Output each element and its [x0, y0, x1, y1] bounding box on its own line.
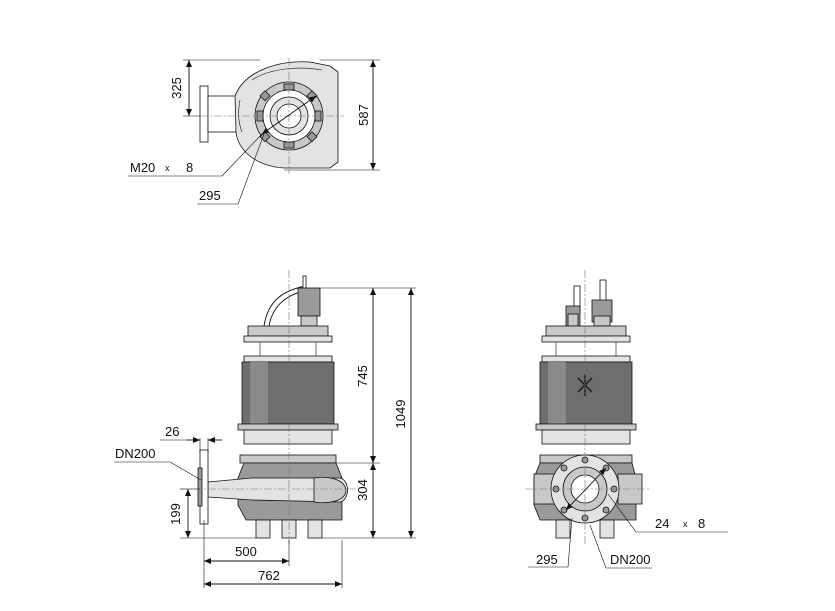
side-bolt-count: 8: [698, 516, 705, 531]
top-view: 325 587 M20 x 8 295: [128, 58, 380, 205]
top-pcd-295: 295: [199, 188, 221, 203]
side-pcd-295: 295: [536, 552, 558, 567]
front-dim-1049: 1049: [393, 400, 408, 429]
side-bolt-size: 24: [655, 516, 669, 531]
top-bolt-count: 8: [186, 160, 193, 175]
top-outlet-flange: [199, 85, 209, 143]
side-bolt-times: x: [683, 519, 688, 529]
side-outlet-dn200: DN200: [610, 552, 650, 567]
front-dim-199: 199: [168, 503, 183, 525]
top-bolt-times: x: [165, 163, 170, 173]
front-dim-745: 745: [355, 365, 370, 387]
front-dim-304: 304: [355, 479, 370, 501]
front-outlet-dn200: DN200: [115, 446, 155, 461]
side-view: 24 x 8 295 DN200: [525, 270, 728, 569]
top-bolt-size: M20: [130, 160, 155, 175]
front-dim-26: 26: [165, 424, 179, 439]
front-top-cover: [247, 325, 329, 337]
front-dim-500: 500: [235, 544, 257, 559]
top-dim-325: 325: [169, 77, 184, 99]
front-dim-762: 762: [258, 568, 280, 583]
top-dim-587: 587: [356, 104, 371, 126]
front-view: 26 DN200 199 500 762 745 304 1049: [114, 270, 416, 588]
